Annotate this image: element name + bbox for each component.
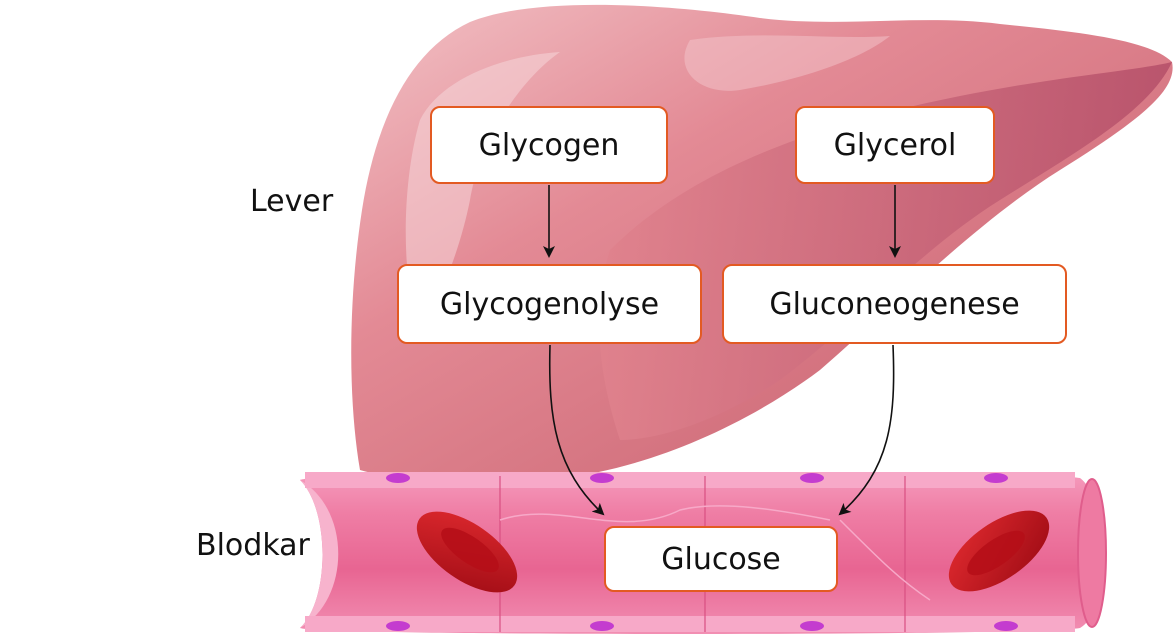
glucose-node: Glucose	[604, 526, 838, 592]
nucleus-icon	[994, 621, 1018, 631]
glycogenolyse-node: Glycogenolyse	[397, 264, 702, 344]
arrow-glycogenolyse-to-glucose	[548, 344, 605, 516]
gluconeogenese-node: Gluconeogenese	[722, 264, 1067, 344]
nucleus-icon	[984, 473, 1008, 483]
nucleus-icon	[386, 473, 410, 483]
liver	[351, 4, 1173, 482]
glycogenolyse-label: Glycogenolyse	[439, 286, 660, 322]
nucleus-icon	[800, 473, 824, 483]
arrow-gluconeogenese-to-glucose	[838, 344, 895, 516]
vessel-label: Blodkar	[196, 528, 310, 563]
nucleus-icon	[590, 621, 614, 631]
glycogen-label: Glycogen	[478, 127, 620, 163]
red-blood-cell-left	[416, 511, 518, 593]
gluconeogenese-label: Gluconeogenese	[769, 286, 1020, 322]
arrows	[543, 185, 901, 516]
glycogen-node: Glycogen	[430, 106, 668, 184]
red-blood-cell-right	[948, 510, 1050, 592]
liver-label: Lever	[250, 184, 334, 219]
vessel-nuclei	[386, 473, 1018, 631]
glycerol-node: Glycerol	[795, 106, 995, 184]
glucose-label: Glucose	[661, 541, 781, 577]
glycerol-label: Glycerol	[833, 127, 957, 163]
nucleus-icon	[800, 621, 824, 631]
nucleus-icon	[386, 621, 410, 631]
nucleus-icon	[590, 473, 614, 483]
